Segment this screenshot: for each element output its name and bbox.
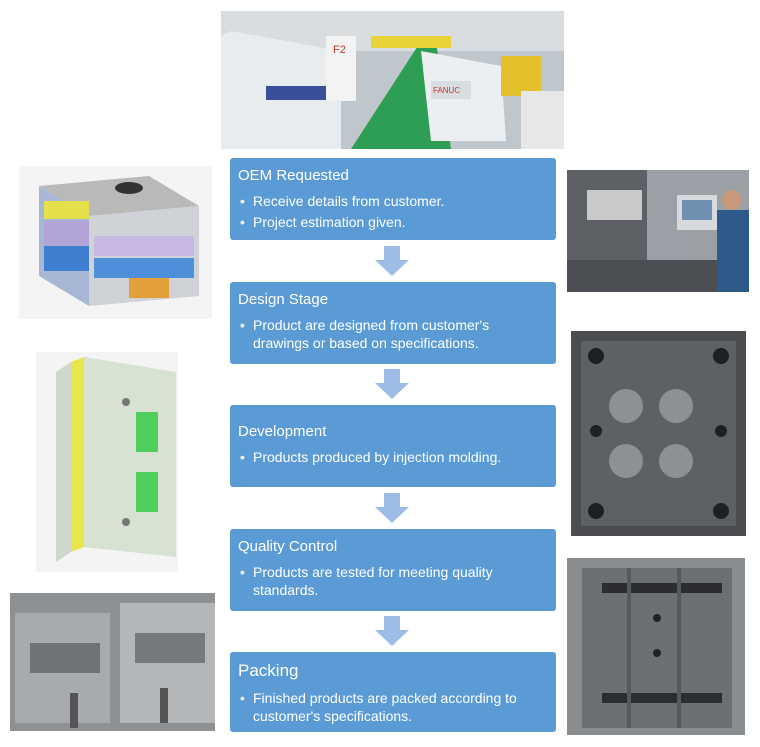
machine-label-text: F2 (333, 44, 346, 56)
down-arrow-icon (375, 616, 409, 646)
mold-plate-photo (571, 331, 746, 536)
stage-item: Product are designed from customer's dra… (238, 316, 548, 352)
down-arrow-icon (375, 246, 409, 276)
stage-item: Products are tested for meeting quality … (238, 563, 548, 599)
stage-item: Finished products are packed according t… (238, 689, 548, 725)
stage-oem-requested: OEM Requested Receive details from custo… (230, 158, 556, 240)
stage-packing: Packing Finished products are packed acc… (230, 652, 556, 732)
mold-cad-model-1 (19, 166, 212, 319)
stage-item: Products produced by injection molding. (238, 448, 548, 466)
down-arrow-icon (375, 369, 409, 399)
stage-title: Development (238, 423, 327, 440)
factory-floor-photo: F2 FANUC (221, 11, 564, 149)
stage-quality-control: Quality Control Products are tested for … (230, 529, 556, 611)
mold-cavity-photo (10, 593, 215, 731)
stage-item: Project estimation given. (238, 213, 548, 231)
stage-title: Quality Control (238, 538, 338, 555)
stage-title: Packing (238, 661, 299, 680)
brand-label-text: FANUC (433, 86, 460, 95)
stage-title: OEM Requested (238, 167, 349, 184)
down-arrow-icon (375, 493, 409, 523)
mold-frame-photo (567, 558, 745, 735)
mold-cad-model-2 (36, 352, 178, 572)
stage-design: Design Stage Product are designed from c… (230, 282, 556, 364)
cnc-operator-photo (567, 170, 749, 292)
stage-development: Development Products produced by injecti… (230, 405, 556, 487)
stage-title: Design Stage (238, 291, 329, 308)
stage-item: Receive details from customer. (238, 192, 548, 210)
